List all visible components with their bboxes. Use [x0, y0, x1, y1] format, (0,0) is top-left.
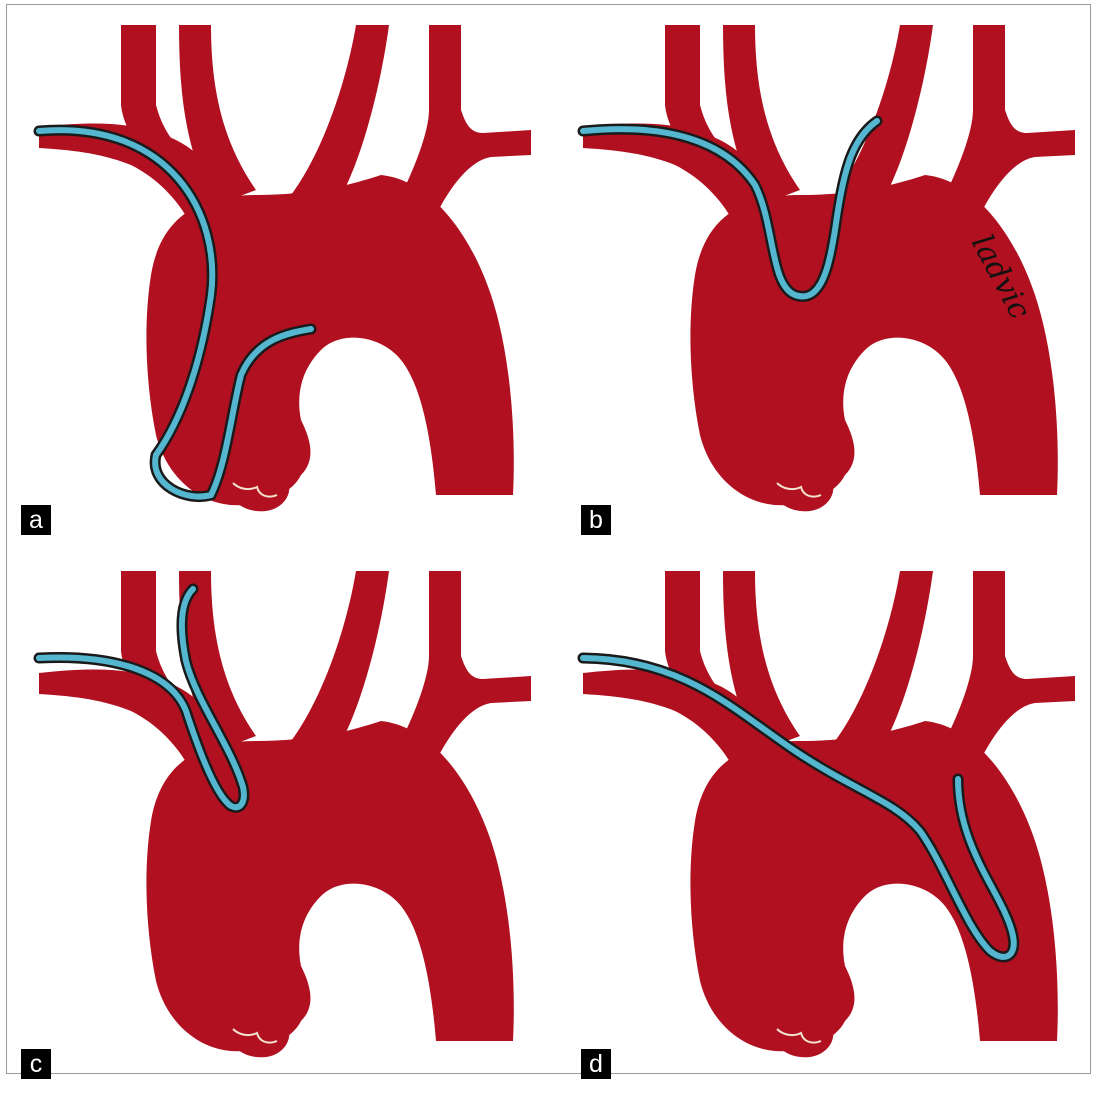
panel-b: ladvic b — [565, 15, 1096, 549]
aortic-arch-diagram-c — [21, 561, 561, 1095]
aortic-arch-figure: a ladvic b c — [6, 4, 1091, 1074]
aorta-shape — [39, 571, 531, 1057]
panel-c: c — [21, 561, 561, 1095]
panel-label-d: d — [581, 1049, 611, 1079]
panel-label-c: c — [21, 1049, 51, 1079]
panel-a: a — [21, 15, 561, 549]
panel-d: d — [565, 561, 1096, 1095]
panel-label-b: b — [581, 505, 611, 535]
aortic-arch-diagram-a — [21, 15, 561, 549]
aorta-shape — [583, 571, 1075, 1057]
aorta-shape — [39, 25, 531, 511]
panel-label-a: a — [21, 505, 51, 535]
aortic-arch-diagram-d — [565, 561, 1096, 1095]
